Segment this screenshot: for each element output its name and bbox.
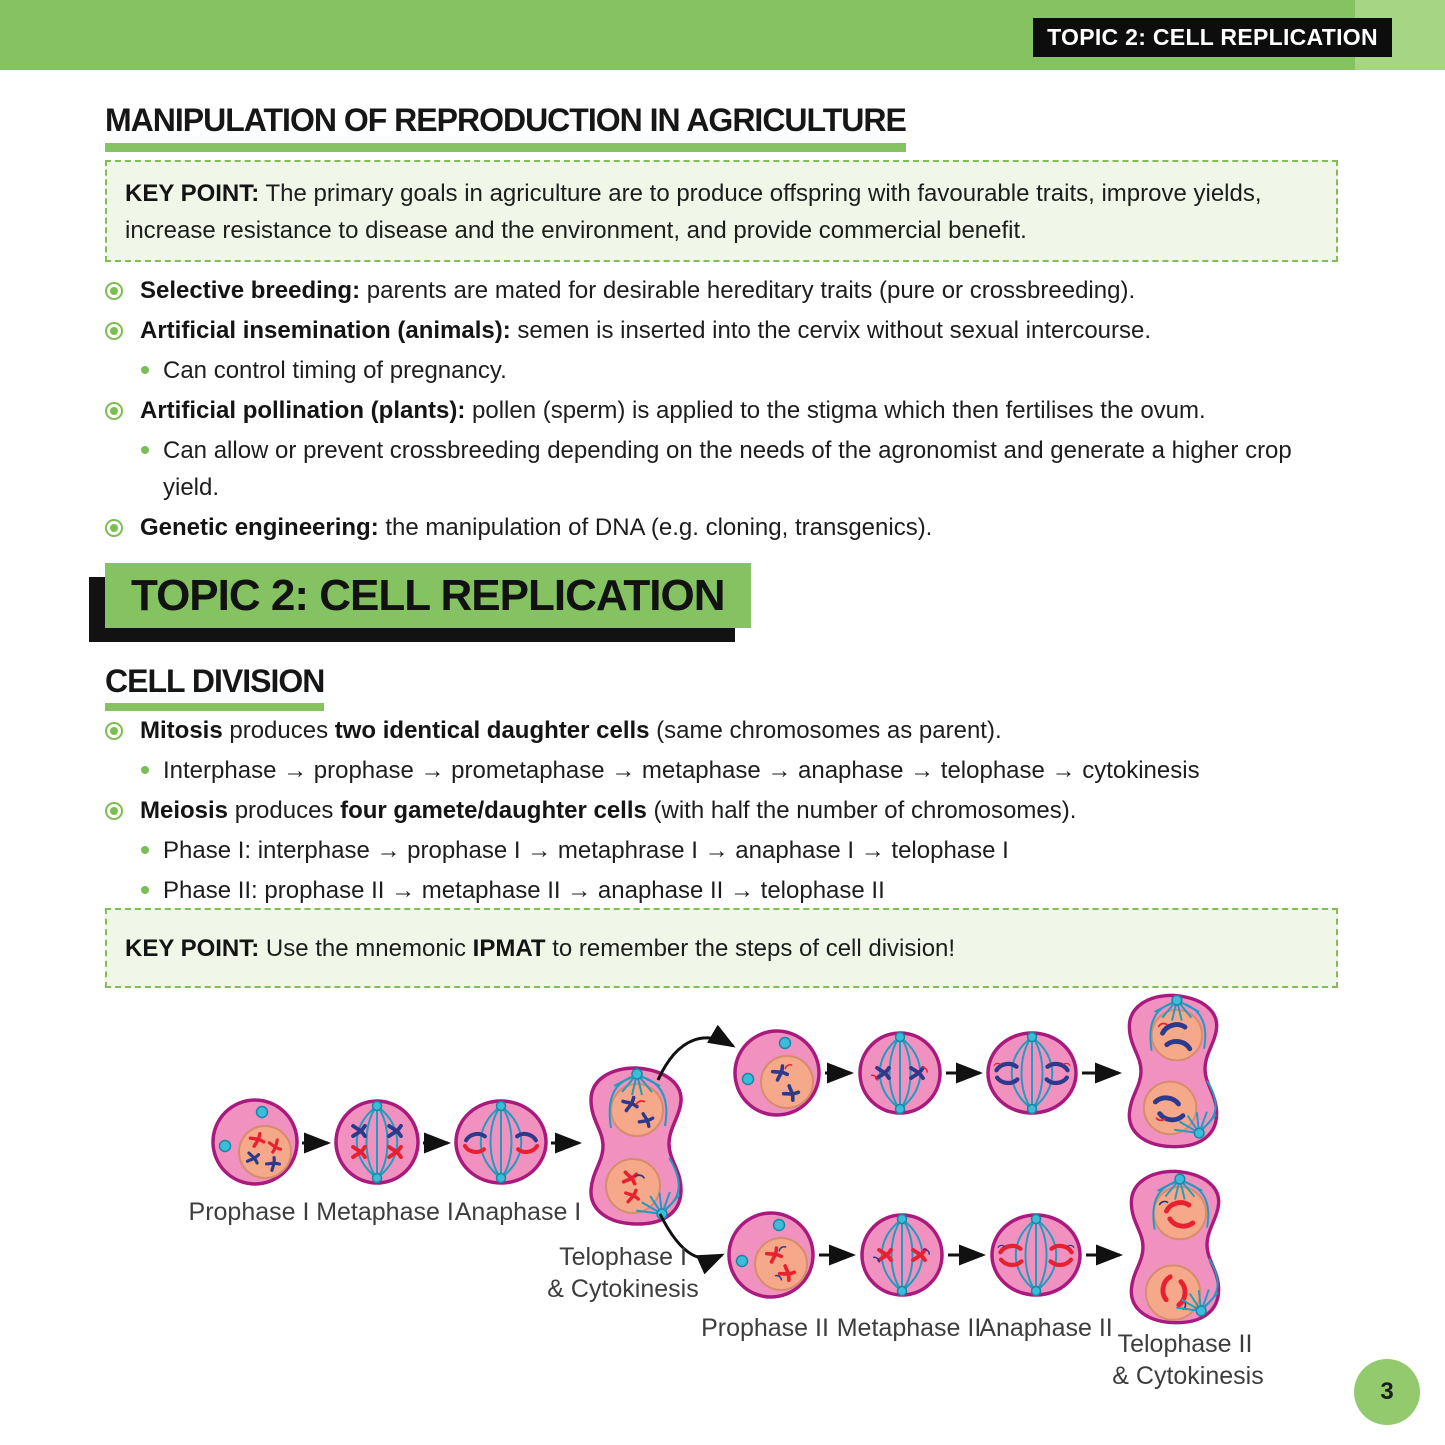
centrosome-dot [218,1139,232,1153]
keypoint2-label: KEY POINT: [125,934,260,962]
sub-bullet-icon [141,766,149,774]
metaphase2-top-cell [858,1031,942,1115]
centrosome-dot [778,1036,792,1050]
bullet-icon [105,402,123,420]
keypoint-box-2: KEY POINT: Use the mnemonic IPMAT to rem… [105,908,1338,988]
prophase2-bottom-cell [727,1211,815,1299]
list-item: Selective breeding: parents are mated fo… [105,272,1345,309]
centrosome-dot [741,1072,755,1086]
telophase1-cell [589,1066,687,1228]
sub-list-item: Can control timing of pregnancy. [141,352,1345,389]
anaphase2-bottom-cell [990,1213,1082,1297]
sub-list-item: Phase II: prophase II → metaphase II → a… [141,872,1345,909]
label-metaphase1: Metaphase I [316,1198,454,1226]
list-item: Genetic engineering: the manipulation of… [105,509,1345,546]
label-prophase2: Prophase II [701,1314,829,1342]
page-number-badge: 3 [1354,1359,1420,1425]
meiosis-diagram: Prophase I Metaphase I Anaphase I Teloph… [189,993,1264,1390]
section2-title: CELL DIVISION [105,663,325,711]
bullet-icon [105,322,123,340]
anaphase2-top-cell [986,1031,1078,1115]
topic-title: TOPIC 2: CELL REPLICATION [105,563,751,628]
sub-list-item: Interphase → prophase → prometaphase → m… [141,752,1345,789]
prophase2-top-cell [733,1029,821,1117]
label-anaphase2: Anaphase II [979,1314,1112,1342]
anaphase1-cell [454,1099,548,1185]
label-prophase1: Prophase I [189,1198,310,1226]
keypoint2-text: KEY POINT: Use the mnemonic IPMAT to rem… [125,934,956,962]
keypoint1-label: KEY POINT: [125,180,260,207]
fork-arrow-up [656,1024,736,1081]
bullet-icon [105,802,123,820]
list-item: Artificial pollination (plants): pollen … [105,392,1345,429]
header-topic-tag: TOPIC 2: CELL REPLICATION [1033,18,1392,57]
centrosome-dot [735,1254,749,1268]
bullet-icon [105,722,123,740]
list-item: Artificial insemination (animals): semen… [105,312,1345,349]
list-item: Mitosis produces two identical daughter … [105,712,1345,749]
telophase2-bottom-cell [1129,1169,1225,1325]
sub-list-item: Phase I: interphase → prophase I → metap… [141,832,1345,869]
bullet-icon [105,282,123,300]
agriculture-bullet-list: Selective breeding: parents are mated fo… [105,272,1345,549]
label-telophase2-cytokinesis: & Cytokinesis [1112,1362,1263,1390]
keypoint1-text: KEY POINT: The primary goals in agricult… [125,180,1262,244]
cell-division-bullet-list: Mitosis produces two identical daughter … [105,712,1345,912]
keypoint1-body: The primary goals in agriculture are to … [125,180,1262,244]
label-telophase1: Telophase I [559,1243,687,1271]
sub-bullet-icon [141,446,149,454]
prophase1-cell [211,1098,299,1186]
centrosome-dot [255,1105,269,1119]
header-bar: TOPIC 2: CELL REPLICATION [0,0,1445,70]
sub-bullet-icon [141,886,149,894]
sub-list-item: Can allow or prevent crossbreeding depen… [141,432,1345,506]
section1-title: MANIPULATION OF REPRODUCTION IN AGRICULT… [105,102,907,152]
sub-bullet-icon [141,846,149,854]
centrosome-dot [772,1218,786,1232]
keypoint-box-1: KEY POINT: The primary goals in agricult… [105,160,1338,262]
sub-bullet-icon [141,366,149,374]
fork-arrow-down [658,1213,725,1275]
metaphase2-bottom-cell [860,1213,944,1297]
label-anaphase1: Anaphase I [455,1198,582,1226]
label-telophase1-cytokinesis: & Cytokinesis [547,1275,698,1303]
bullet-icon [105,519,123,537]
label-telophase2: Telophase II [1118,1330,1253,1358]
telophase2-top-cell [1127,993,1223,1149]
metaphase1-cell [334,1099,420,1185]
page-number: 3 [1380,1378,1394,1405]
label-metaphase2: Metaphase II [837,1314,982,1342]
list-item: Meiosis produces four gamete/daughter ce… [105,792,1345,829]
